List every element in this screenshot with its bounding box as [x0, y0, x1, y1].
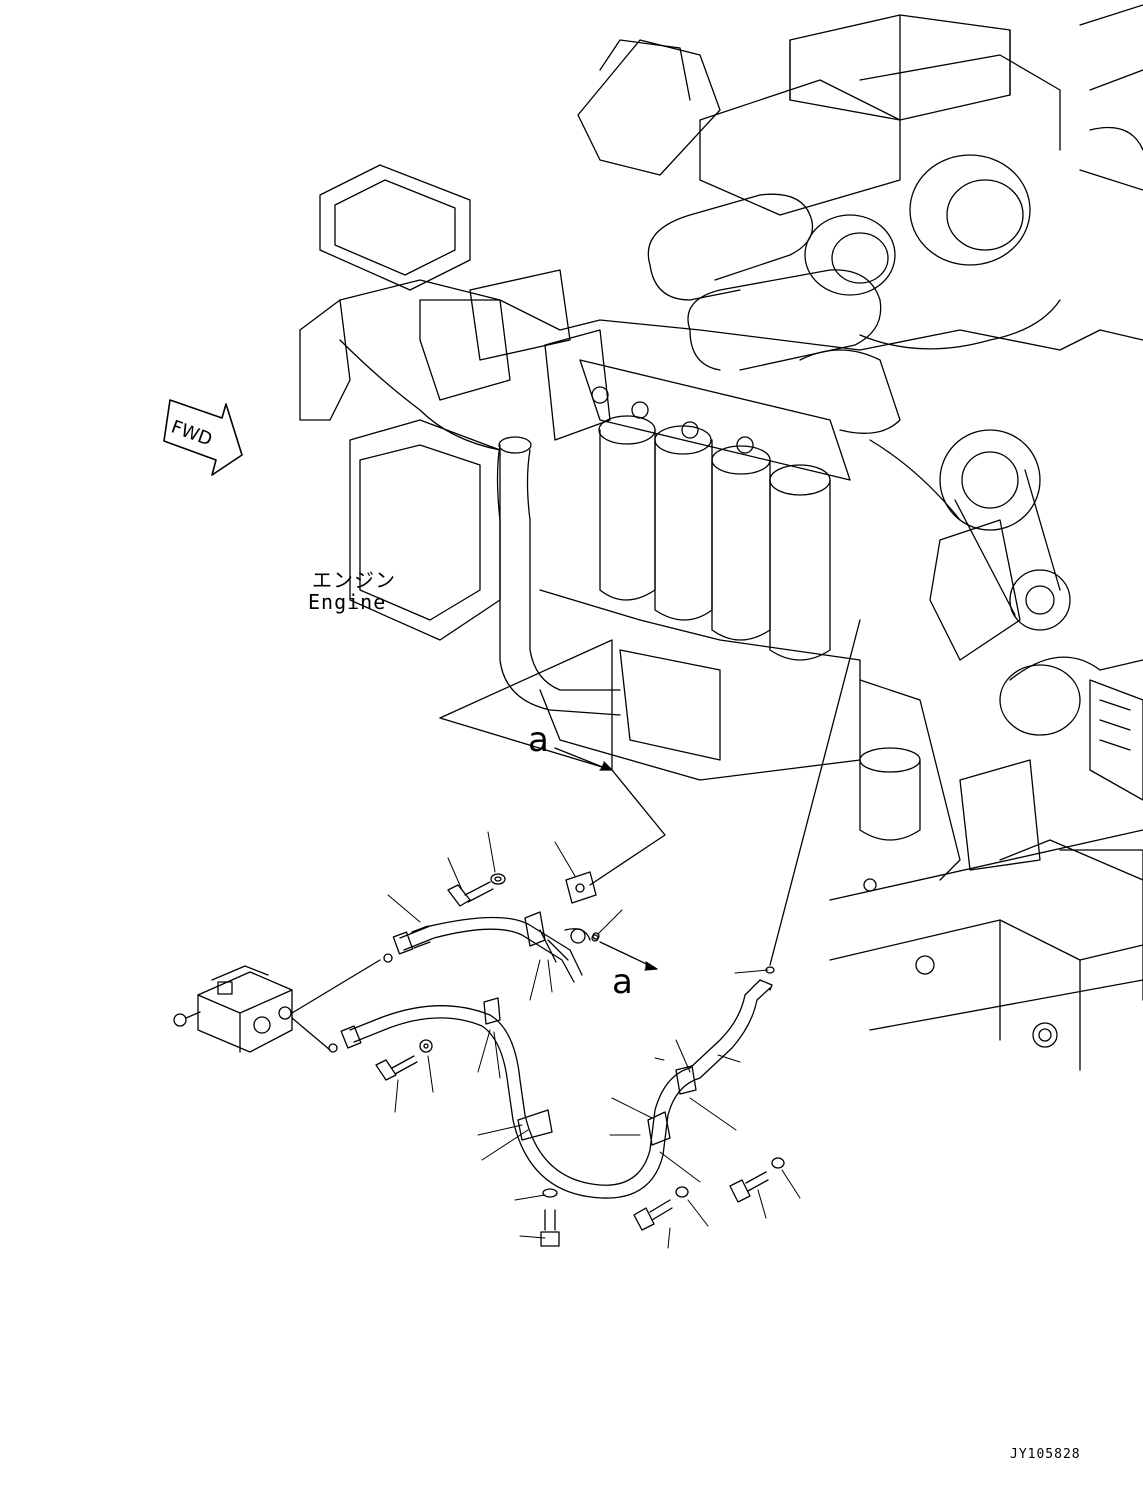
engine-label-japanese: エンジン — [312, 568, 396, 592]
engine-assembly — [299, 4, 1143, 1071]
hose-lower — [340, 979, 773, 1199]
valve-block — [173, 953, 393, 1053]
forward-direction-arrow-icon: FWD — [163, 399, 243, 476]
hose-upper — [392, 911, 600, 983]
view-a-label-upper: a — [528, 720, 549, 760]
fuel-filters — [579, 359, 851, 661]
fasteners — [375, 871, 785, 1247]
leader-lines — [387, 831, 801, 1249]
view-a-callout — [439, 619, 861, 971]
drawing-code: JY105828 — [1010, 1447, 1081, 1462]
view-a-label-lower: a — [612, 962, 633, 1002]
engine-label-english: Engine — [308, 590, 387, 614]
